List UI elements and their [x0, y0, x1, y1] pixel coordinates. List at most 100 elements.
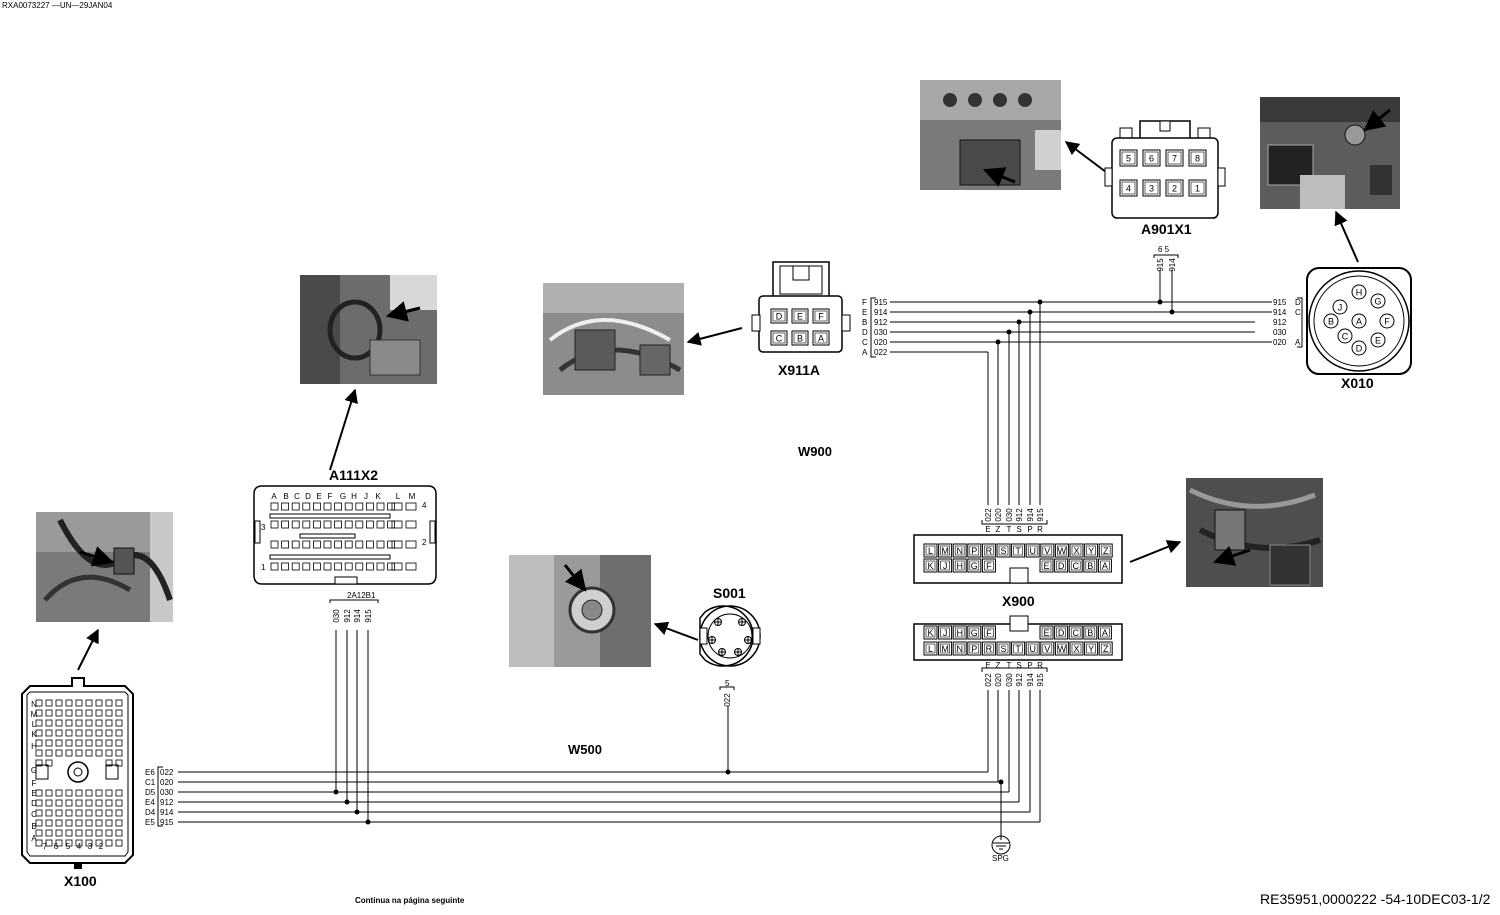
- a111x2-pin-cell: [355, 502, 364, 511]
- x911a-label: X911A: [778, 362, 820, 378]
- x100-pin-cell: [55, 719, 63, 727]
- x900-pin-letter: Z: [996, 525, 1001, 534]
- x900-pin: S: [1000, 546, 1006, 556]
- a111x2-pin-cell: [334, 562, 343, 571]
- x900-pin-inner: [1086, 643, 1096, 654]
- switch-s001: 5 022: [699, 605, 761, 707]
- x100-pin-cell: [65, 799, 73, 807]
- x100-pin-cell: [105, 819, 113, 827]
- a901x1-wire-label: 915: [1156, 258, 1165, 272]
- a111x2-pin-cell: [270, 502, 279, 511]
- x100-row-letter: A: [31, 834, 37, 843]
- x911a-pin-inner: [793, 332, 807, 344]
- a111x2-pin-cell: [281, 562, 290, 571]
- x900-pin-box: [1011, 641, 1026, 656]
- a111x2-pin-cell: [270, 520, 279, 529]
- continued-note: Continua na página seguinte: [355, 896, 465, 905]
- x900-pin-inner: [1056, 627, 1066, 638]
- a111x2-pin-cell: [355, 562, 364, 571]
- a111x2-pin-cell: [391, 502, 403, 511]
- x900-pin-inner: [925, 545, 936, 556]
- x900-pin: J: [943, 561, 948, 571]
- x100-row-letter: F: [32, 779, 37, 788]
- x900-pin-box: [1040, 543, 1055, 558]
- a111x2-pin-3: 3: [261, 523, 266, 532]
- x900-pin-inner: [1070, 560, 1081, 571]
- x911a-row-pin: B: [862, 318, 867, 327]
- x100-pin-cell: [65, 789, 73, 797]
- x100-pin-cell: [95, 799, 103, 807]
- x100-pin-cell: [65, 749, 73, 757]
- x100-col-number: 4: [77, 842, 82, 851]
- x100-pin-cell: [35, 709, 43, 717]
- x900-pin: D: [1058, 628, 1065, 638]
- x100-col-number: 2: [99, 842, 104, 851]
- a111x2-pin-cell: [291, 520, 300, 529]
- x100-pin-cell: [85, 729, 93, 737]
- x900-pin: R: [986, 644, 993, 654]
- x900-pin: E: [1043, 628, 1049, 638]
- a111x2-pin-cell: [323, 520, 332, 529]
- w500-row-wire: 020: [160, 778, 174, 787]
- s001-pin: 5: [725, 679, 730, 688]
- a111x2-pin-cell: [387, 540, 396, 549]
- x100-pin-cell: [105, 799, 113, 807]
- x100-pin-cell: [55, 839, 63, 847]
- x100-pin-cell: [95, 829, 103, 837]
- x911a-pin: F: [818, 312, 824, 322]
- x900-pin-inner: [1013, 545, 1023, 556]
- x900-pin-inner: [940, 643, 950, 654]
- x100-row-letter: G: [31, 766, 37, 775]
- x100-pin-cell: [115, 829, 123, 837]
- w900-splices: [995, 299, 1175, 345]
- a111x2-pin-cell: [334, 540, 343, 549]
- x900-pin-letter: S: [1016, 525, 1021, 534]
- s001-wire: 022: [723, 693, 732, 707]
- x010-row-pin: D: [1295, 298, 1301, 307]
- x900-pin: F: [986, 561, 992, 571]
- reference-code: RE35951,0000222 -54-10DEC03-1/2: [1260, 891, 1491, 907]
- x900-pin-inner: [1086, 545, 1096, 556]
- a111x2-pin-1: 1: [261, 563, 266, 572]
- x900-pin-letter: T: [1007, 661, 1012, 670]
- x100-col-number: 3: [88, 842, 93, 851]
- a901x1-pin: 5: [1126, 154, 1131, 164]
- a111x2-pin-cell: [344, 502, 353, 511]
- x010-label: X010: [1341, 375, 1374, 391]
- x900-wire-label: 914: [1026, 508, 1035, 522]
- x900-pin: L: [928, 644, 933, 654]
- a111x2-pin-cell: [405, 562, 417, 571]
- x100-pin-cell: [85, 739, 93, 747]
- x100-pin-cell: [95, 819, 103, 827]
- x100-pin-cell: [115, 839, 123, 847]
- x900-pin-box: [1040, 641, 1055, 656]
- x900-pin-letter: P: [1027, 525, 1032, 534]
- a111x2-label: A111X2: [329, 467, 378, 483]
- x911a-pin-inner: [793, 310, 807, 322]
- w500-row-wire: 915: [160, 818, 174, 827]
- x900-pin-letter: E: [985, 661, 990, 670]
- photo-a111x2-location: [300, 275, 437, 384]
- x900-pin-letter: S: [1016, 661, 1021, 670]
- x100-pin-cell: [35, 809, 43, 817]
- a111x2-pin-cell: [365, 502, 374, 511]
- x900-wire-label: 030: [1005, 673, 1014, 687]
- a111x2-pin-cell: [312, 502, 321, 511]
- x100-row-letter: C: [31, 810, 37, 819]
- x900-pin-inner: [1071, 545, 1082, 556]
- x900-pin-inner: [1041, 560, 1052, 571]
- ground-symbol: [991, 835, 1011, 855]
- x900-pin: K: [927, 628, 933, 638]
- x900-pin: X: [1073, 546, 1079, 556]
- a111x2-pin-cell: [281, 540, 290, 549]
- a111x2-pin-cell: [365, 520, 374, 529]
- a901x1-pin-inner: [1121, 181, 1136, 195]
- x900-pin-box: [1083, 558, 1098, 573]
- x010-pin-circle: [1370, 293, 1386, 309]
- x900-pin-inner: [1100, 545, 1111, 556]
- x911a-pin: A: [818, 334, 824, 344]
- x900-pin-letter: P: [1027, 661, 1032, 670]
- x900-pin: U: [1029, 546, 1036, 556]
- x900-pin: A: [1102, 561, 1108, 571]
